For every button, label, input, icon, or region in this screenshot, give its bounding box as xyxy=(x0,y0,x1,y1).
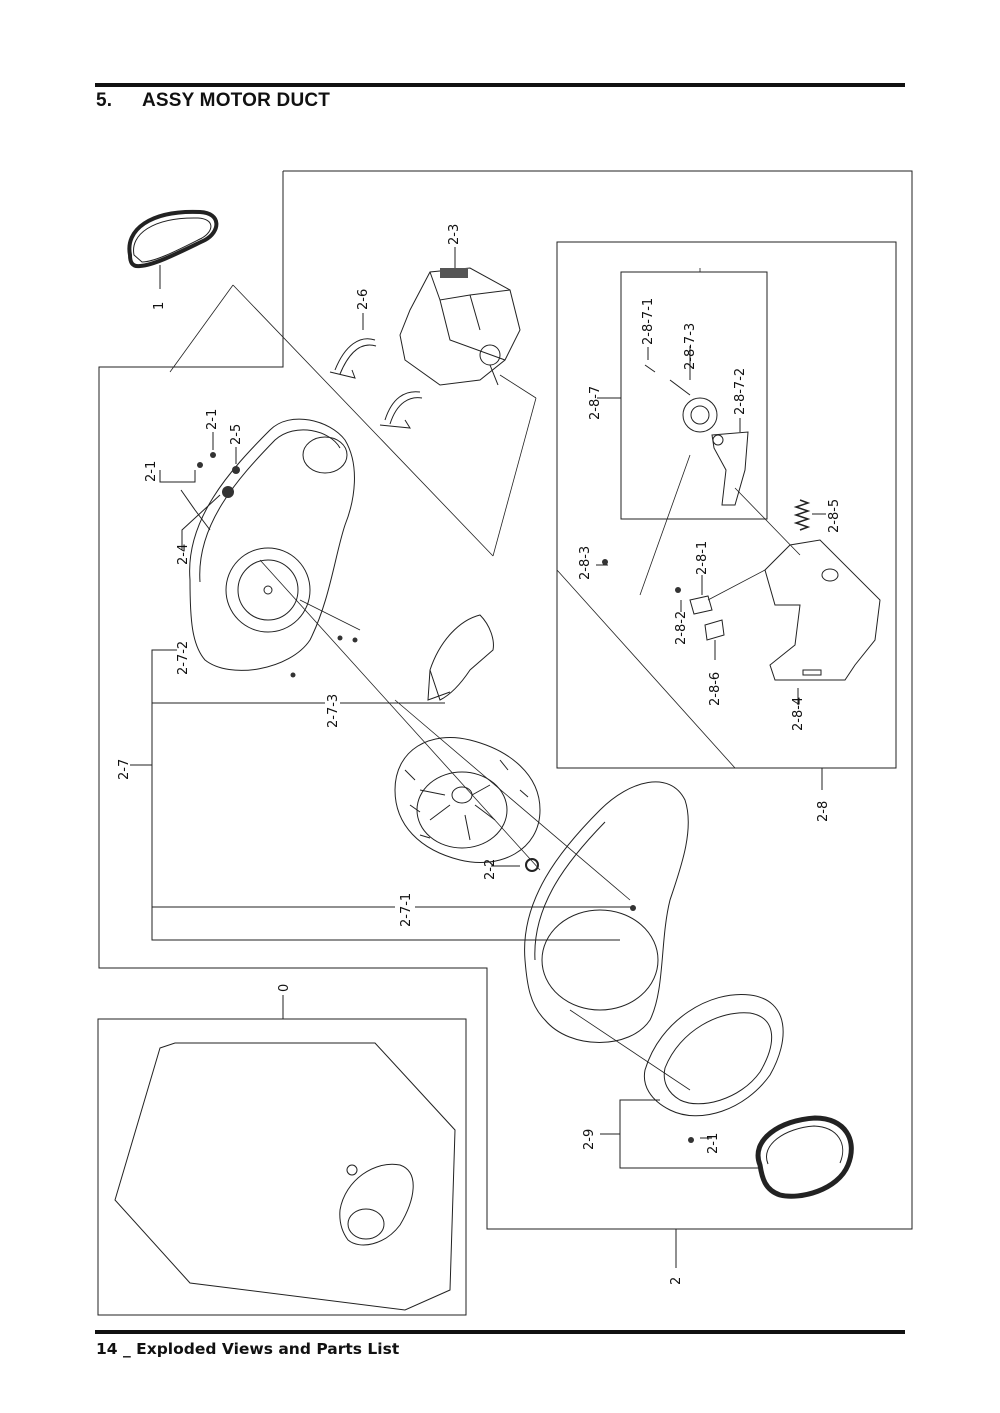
duct-housing-front xyxy=(524,781,689,1043)
impeller-nut-part xyxy=(525,858,539,872)
gasket-ring-part xyxy=(755,1115,854,1199)
screw-parts xyxy=(197,452,694,1143)
assembly-2-frame xyxy=(98,170,913,1230)
callout-label: 2-1 xyxy=(706,1133,721,1154)
callout-label: 2-3 xyxy=(447,224,462,245)
full-assembly-view xyxy=(114,1042,456,1311)
callout-label: 2-9 xyxy=(582,1129,597,1150)
callout-label: 2-8-4 xyxy=(791,697,806,731)
assembly-2-8-7-frame xyxy=(620,271,768,520)
callout-label: 2-8-7 xyxy=(588,386,603,420)
callout-label: 0 xyxy=(277,984,292,992)
callout-label: 2-8-7-1 xyxy=(641,298,656,345)
assembly-2-8-frame xyxy=(556,241,897,769)
callout-label: 2-6 xyxy=(356,289,371,310)
callout-label: 2-8-7-3 xyxy=(683,323,698,370)
callout-label: 2-1 xyxy=(205,409,220,430)
callout-label: 2-4 xyxy=(176,544,191,565)
callout-label: 2-8-5 xyxy=(827,499,842,533)
callout-label: 2-8-1 xyxy=(695,541,710,575)
callout-label: 2-7-1 xyxy=(399,893,414,927)
header-rule xyxy=(95,83,905,87)
idler-pulley-part xyxy=(644,364,718,433)
callout-label: 2-2 xyxy=(483,859,498,880)
motor-clamp-part xyxy=(329,338,423,429)
callout-label: 2-8-2 xyxy=(674,611,689,645)
page-title: 5. ASSY MOTOR DUCT xyxy=(96,90,330,112)
callout-labels: 1 2-3 2-6 2-1 2-5 2-1 2-4 2-7-2 2-7-3 2-… xyxy=(117,224,842,1285)
callout-label: 2-1 xyxy=(144,461,159,482)
callout-label: 2-8-3 xyxy=(578,546,593,580)
callout-label: 2-8-7-2 xyxy=(733,368,748,415)
page-footer: 14 _ Exploded Views and Parts List xyxy=(96,1340,400,1358)
front-cover-part xyxy=(643,993,784,1117)
callout-label: 2-5 xyxy=(229,424,244,445)
callout-label: 2 xyxy=(669,1277,684,1285)
callout-leaders xyxy=(130,247,826,1268)
callout-label: 1 xyxy=(152,302,167,310)
callout-label: 2-8 xyxy=(816,801,831,822)
spring-part xyxy=(793,499,811,531)
guide-lines xyxy=(169,268,801,1091)
callout-label: 2-8-6 xyxy=(708,672,723,706)
footer-rule xyxy=(95,1330,905,1334)
motor-part xyxy=(399,267,521,386)
duct-housing-rear xyxy=(189,418,355,671)
baffle-part xyxy=(427,614,494,701)
belt-part xyxy=(127,209,219,269)
callout-label: 2-7 xyxy=(117,759,132,780)
callout-label: 2-7-3 xyxy=(326,694,341,728)
impeller-part xyxy=(394,736,541,864)
idler-bracket-part xyxy=(711,431,749,506)
callout-label: 2-7-2 xyxy=(176,641,191,675)
section-number: 5. xyxy=(96,90,113,111)
assembly-0-frame xyxy=(97,1018,467,1316)
section-title: ASSY MOTOR DUCT xyxy=(142,90,331,111)
switch-part xyxy=(689,595,725,641)
motor-bracket-part xyxy=(764,539,881,681)
